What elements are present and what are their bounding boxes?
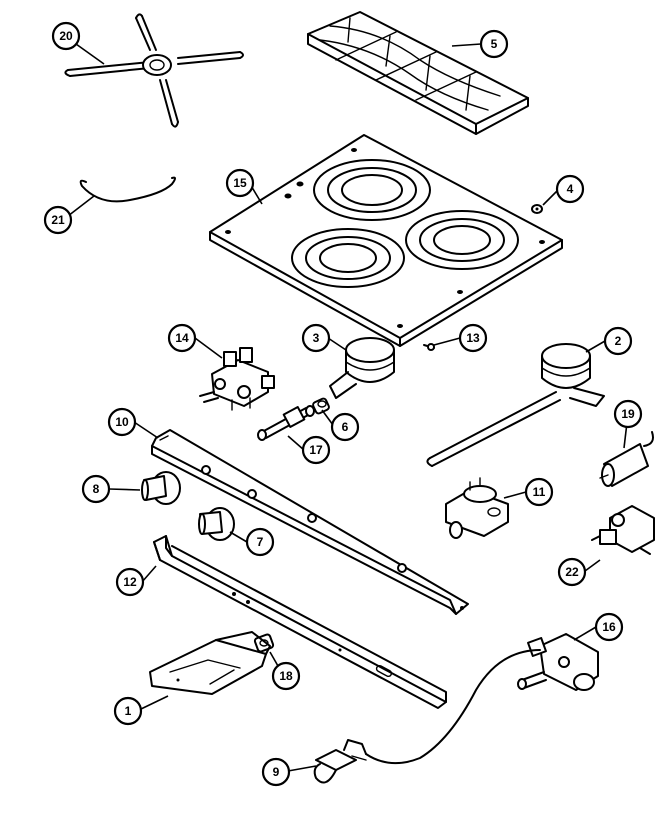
callout-11: 11 [524,477,554,507]
callout-18: 18 [271,661,301,691]
part-4-nut [531,204,543,214]
svg-text:10: 10 [115,415,129,429]
callout-10: 10 [107,407,137,437]
svg-text:18: 18 [279,669,293,683]
part-2-burner-tube [426,343,605,467]
part-1-burner-base [149,631,271,695]
svg-text:15: 15 [233,176,247,190]
svg-text:9: 9 [273,765,280,779]
callout-16: 16 [594,612,624,642]
callout-5: 5 [479,29,509,59]
svg-text:20: 20 [59,29,73,43]
svg-text:16: 16 [602,620,616,634]
part-11-regulator [445,477,509,539]
callout-6: 6 [330,412,360,442]
svg-text:13: 13 [466,331,480,345]
part-15-cooktop [209,134,563,347]
part-13-screw [423,343,435,351]
callout-14: 14 [167,323,197,353]
part-12-bracket [153,535,447,709]
callout-22: 22 [557,557,587,587]
svg-text:19: 19 [621,407,635,421]
part-21-spring-clip [79,176,176,203]
callout-12: 12 [115,567,145,597]
svg-text:21: 21 [51,213,65,227]
part-10-manifold [151,429,469,615]
svg-text:22: 22 [565,565,579,579]
svg-text:11: 11 [533,485,546,499]
callout-2: 2 [603,326,633,356]
callout-21: 21 [43,205,73,235]
svg-text:1: 1 [125,704,132,718]
callout-3: 3 [301,323,331,353]
part-17-valve-stem [257,405,315,441]
part-5-grate [307,11,529,135]
svg-text:2: 2 [615,334,622,348]
part-7-knob [198,507,235,541]
svg-text:14: 14 [175,331,189,345]
callout-8: 8 [81,474,111,504]
svg-text:6: 6 [342,420,349,434]
svg-text:12: 12 [123,575,137,589]
callout-13: 13 [458,323,488,353]
part-9-clip [313,739,367,784]
svg-text:7: 7 [257,535,264,549]
part-20-spreader [64,13,244,128]
svg-text:4: 4 [567,182,574,196]
callout-4: 4 [555,174,585,204]
callout-19: 19 [613,399,643,429]
callout-17: 17 [301,435,331,465]
part-8-knob [141,471,181,505]
svg-text:17: 17 [309,443,323,457]
svg-text:8: 8 [93,482,100,496]
part-3-burner [329,337,395,399]
callout-9: 9 [261,757,291,787]
callout-1: 1 [113,696,143,726]
callout-7: 7 [245,527,275,557]
svg-text:3: 3 [313,331,320,345]
part-14-switch [199,347,275,411]
callout-20: 20 [51,21,81,51]
part-22-valve [591,505,655,555]
svg-text:5: 5 [491,37,498,51]
callout-15: 15 [225,168,255,198]
part-16-gas-valve [365,633,599,765]
part-19-cylinder [599,431,654,487]
